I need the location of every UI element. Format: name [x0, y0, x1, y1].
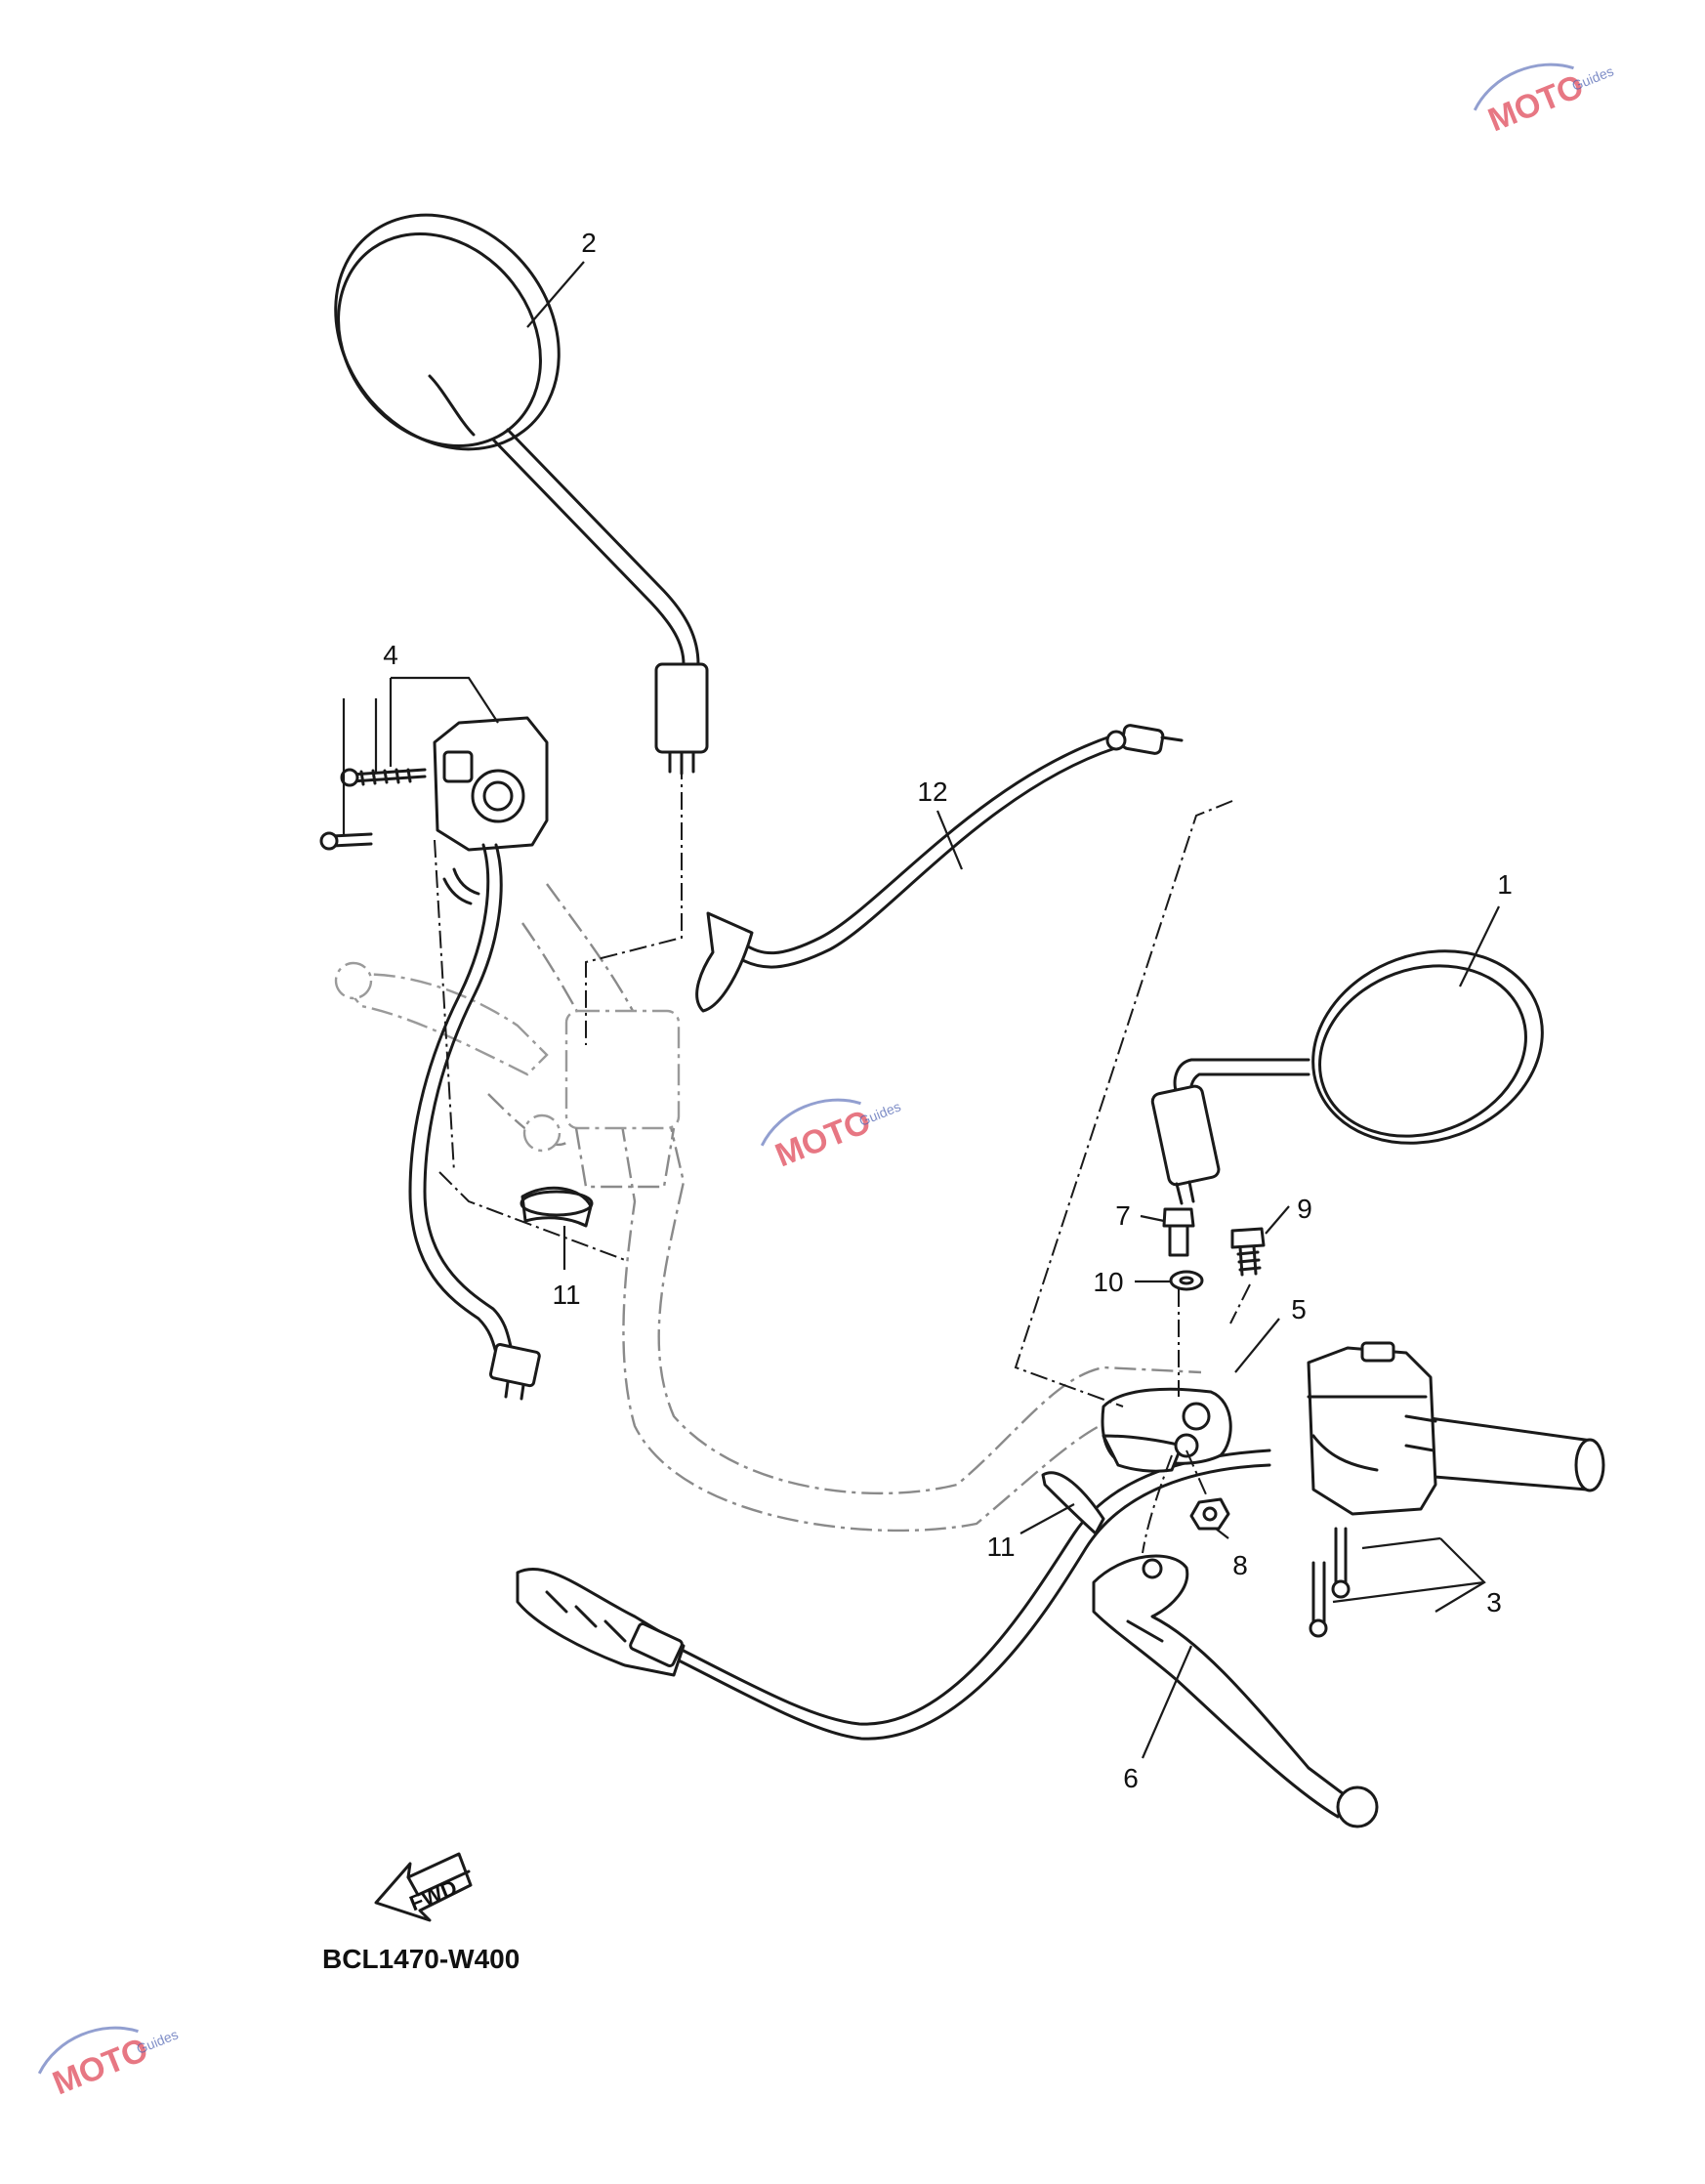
mirror-left [334, 213, 709, 776]
leader-lines [342, 261, 1500, 1759]
lever-holder [1101, 1387, 1232, 1473]
callout-11-left: 11 [552, 1280, 580, 1310]
callout-4: 4 [383, 640, 398, 670]
callout-7: 7 [1115, 1200, 1131, 1231]
callout-8: 8 [1232, 1550, 1248, 1580]
right-handlebar-switch [1307, 1341, 1437, 1638]
nut-8 [1189, 1497, 1230, 1531]
right-grip [1409, 1414, 1605, 1492]
callout-5: 5 [1291, 1294, 1307, 1324]
clutch-cable [695, 724, 1184, 1013]
cable-band-left [520, 1186, 594, 1228]
clutch-lever [1092, 1554, 1379, 1828]
watermark-bottom-left: MOTO Guides [37, 2026, 181, 2102]
washer-10 [1169, 1270, 1204, 1291]
lower-cable [516, 1449, 1271, 1741]
callout-12: 12 [917, 777, 947, 807]
drawing-code: BCL1470-W400 [322, 1944, 520, 1974]
callout-9: 9 [1297, 1194, 1312, 1224]
assembly-lines [434, 762, 1251, 1554]
callout-11-right: 11 [986, 1532, 1015, 1562]
watermark-top-right: MOTO Guides [1473, 63, 1616, 139]
cable-band-right [1041, 1471, 1105, 1535]
forward-arrow: FWD [374, 1852, 473, 1922]
watermark-center: MOTO Guides [760, 1098, 903, 1174]
bolt-9 [1230, 1227, 1266, 1277]
callout-6: 6 [1123, 1763, 1139, 1793]
watermark-tagline: Guides [856, 1098, 902, 1128]
callout-3: 3 [1486, 1587, 1502, 1617]
handlebar-outline [334, 883, 1202, 1533]
callout-2: 2 [581, 228, 597, 258]
callout-10: 10 [1093, 1267, 1123, 1297]
bolt-7 [1162, 1207, 1195, 1257]
callout-1: 1 [1497, 869, 1513, 900]
watermark-tagline: Guides [134, 2026, 180, 2056]
watermark-tagline: Guides [1569, 63, 1615, 93]
mirror-right [1150, 949, 1544, 1205]
left-handlebar-switch [319, 716, 549, 1401]
